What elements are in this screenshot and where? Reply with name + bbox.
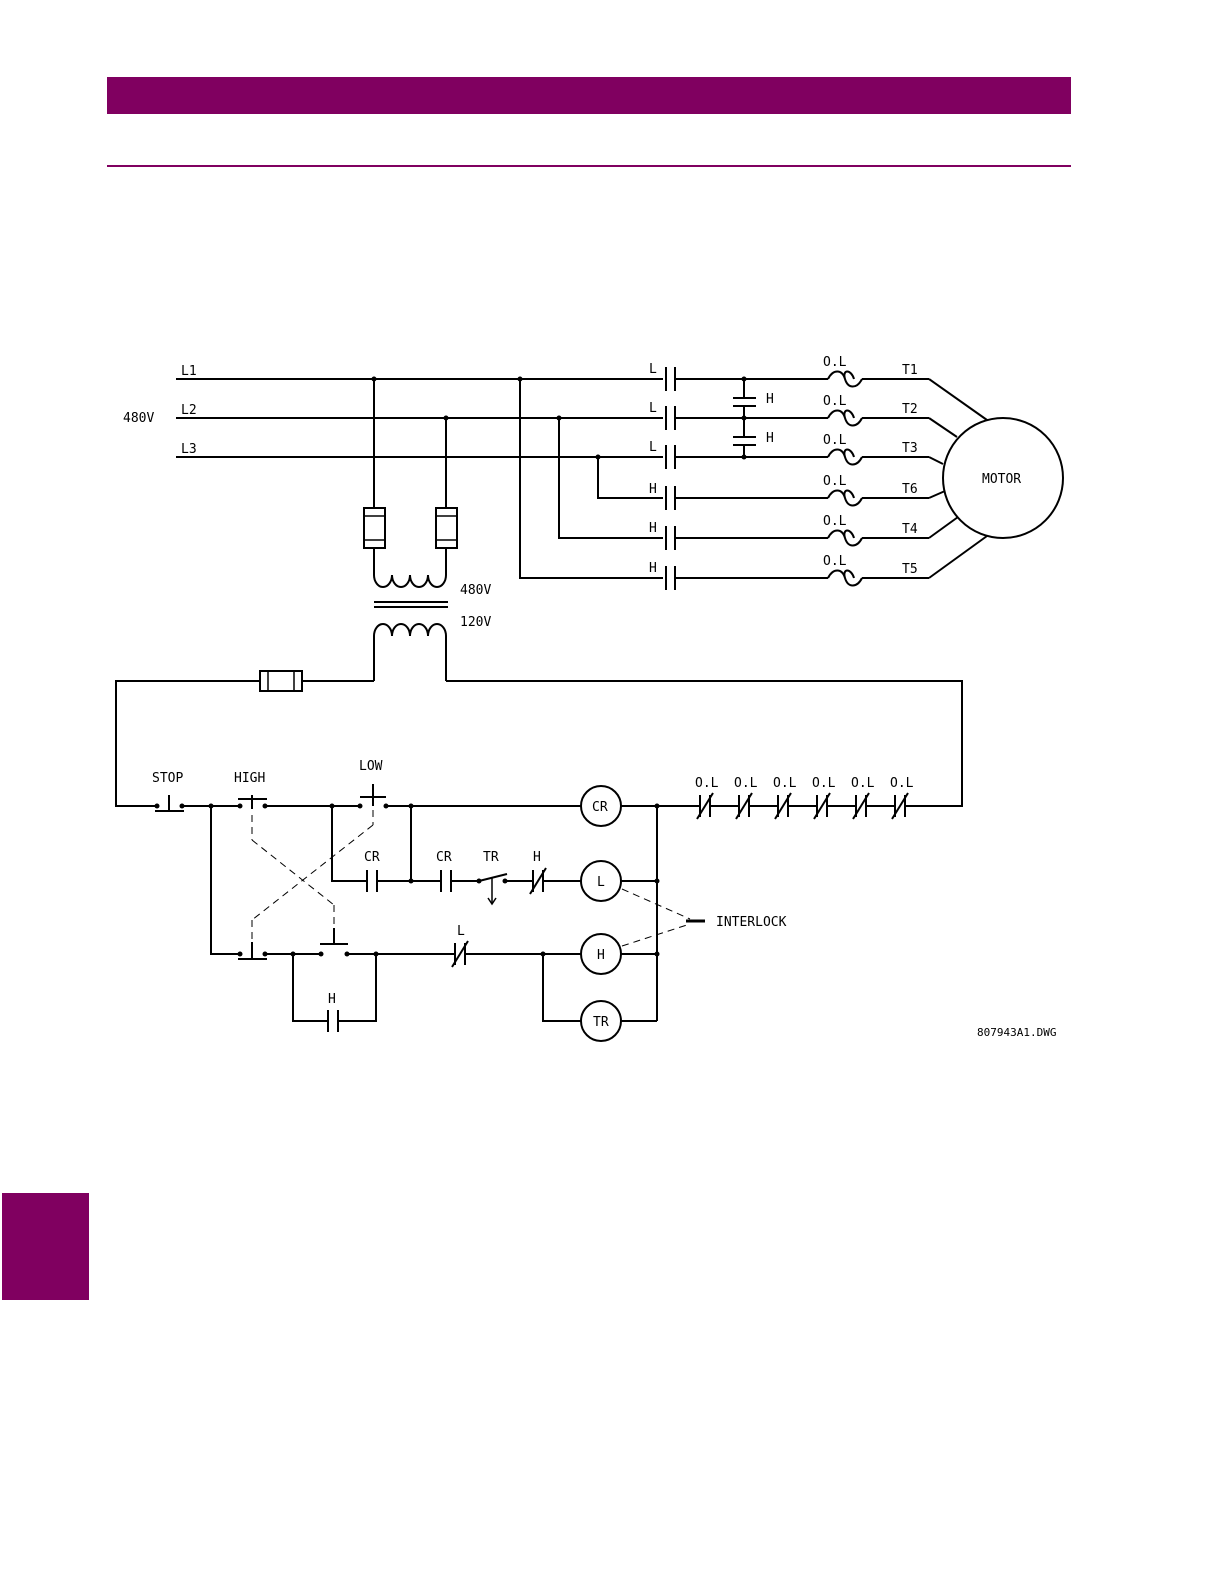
contact-label: L [649,401,657,416]
contact-label: H [766,431,774,446]
control-circuit: STOP HIGH LOW CR O.L O.L O.L O.L O.L O.L CR C… [116,671,962,1041]
contact-label: H [649,561,657,576]
terminal-label: T1 [902,363,918,378]
contact-label: L [649,362,657,377]
control-transformer: 480V 120V [364,379,491,681]
h-seal-contact-label: H [328,992,336,1007]
control-fuse [260,671,302,691]
overload-label: O.L [823,394,847,409]
tr-contact-label: TR [483,850,499,865]
terminal-label: T2 [902,402,918,417]
motor-label: MOTOR [982,472,1021,487]
primary-winding [374,575,446,587]
secondary-winding [374,624,446,636]
coil-l-label: L [597,875,605,890]
contact-label: H [766,392,774,407]
contact-label: H [649,482,657,497]
coil-h-label: H [597,948,605,963]
overload-label: O.L [823,514,847,529]
overload-contact-label: O.L [734,776,758,791]
overload-heater [828,491,862,506]
coil-tr-label: TR [593,1015,609,1030]
terminal-label: T5 [902,562,918,577]
h-nc-contact-label: H [533,850,541,865]
overload-heater [828,450,862,465]
terminal-label: T6 [902,482,918,497]
line-label-l2: L2 [181,403,197,418]
branch-t5 [520,379,663,578]
terminal-label: T3 [902,441,918,456]
supply-voltage: 480V [123,411,154,426]
line-label-l1: L1 [181,364,197,379]
high-button-label: HIGH [234,771,265,786]
overload-heater [828,571,862,586]
overload-heater [828,372,862,387]
cr-contact-label: CR [364,850,380,865]
overload-contact-label: O.L [890,776,914,791]
overload-label: O.L [823,433,847,448]
primary-voltage: 480V [460,583,491,598]
overload-heater [828,531,862,546]
l-nc-contact-label: L [457,924,465,939]
stop-button-label: STOP [152,771,183,786]
overload-label: O.L [823,474,847,489]
overload-heater [828,411,862,426]
overload-contact-label: O.L [812,776,836,791]
interlock-label: INTERLOCK [716,915,787,930]
overload-contact-label: O.L [773,776,797,791]
branch-t4 [559,418,663,538]
cr-contact-label: CR [436,850,452,865]
overload-label: O.L [823,355,847,370]
low-button-label: LOW [359,759,383,774]
coil-cr-label: CR [592,800,608,815]
contact-label: H [649,521,657,536]
overload-contacts: O.L O.L O.L O.L O.L O.L [695,776,938,819]
line-label-l3: L3 [181,442,197,457]
terminal-label: T4 [902,522,918,537]
drawing-number: 807943A1.DWG [977,1026,1056,1039]
overload-label: O.L [823,554,847,569]
contact-label: L [649,440,657,455]
primary-fuse [436,508,457,548]
overload-contact-label: O.L [851,776,875,791]
power-circuit: L L L H H H H H O.LT1O.LT2O.LT3O.LT6O.LT… [123,355,1063,590]
secondary-voltage: 120V [460,615,491,630]
main-contacts: L L L H H H [649,362,828,590]
primary-fuse [364,508,385,548]
overload-contact-label: O.L [695,776,719,791]
